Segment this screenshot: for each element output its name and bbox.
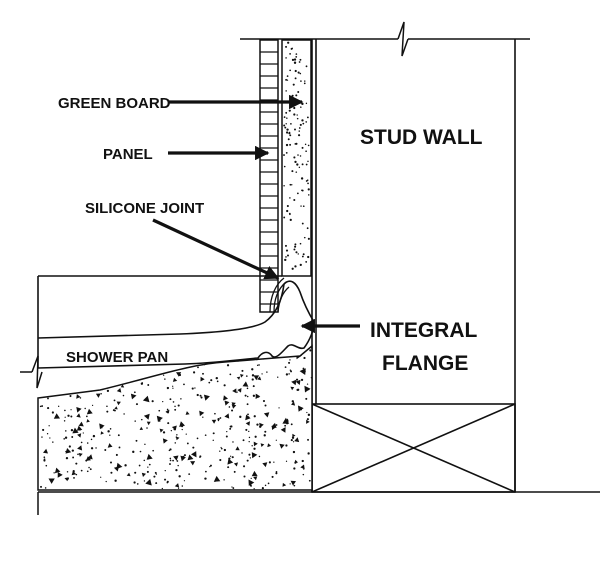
label-integral: INTEGRAL [370,319,478,342]
leader-arrows [152,94,360,334]
label-silicone-joint: SILICONE JOINT [85,200,204,217]
stud-wall [311,39,516,492]
floor-line [37,491,600,515]
silicone-joint [269,277,290,313]
bottom-plate [311,403,516,493]
green-board [281,39,312,277]
label-stud-wall: STUD WALL [360,126,483,149]
left-break-line [20,355,43,389]
label-panel: PANEL [103,146,153,163]
top-break-line [240,21,530,57]
label-green-board: GREEN BOARD [58,95,171,112]
label-shower-pan: SHOWER PAN [66,349,168,366]
label-flange: FLANGE [382,352,468,375]
silicone-joint-arrow [152,218,280,280]
